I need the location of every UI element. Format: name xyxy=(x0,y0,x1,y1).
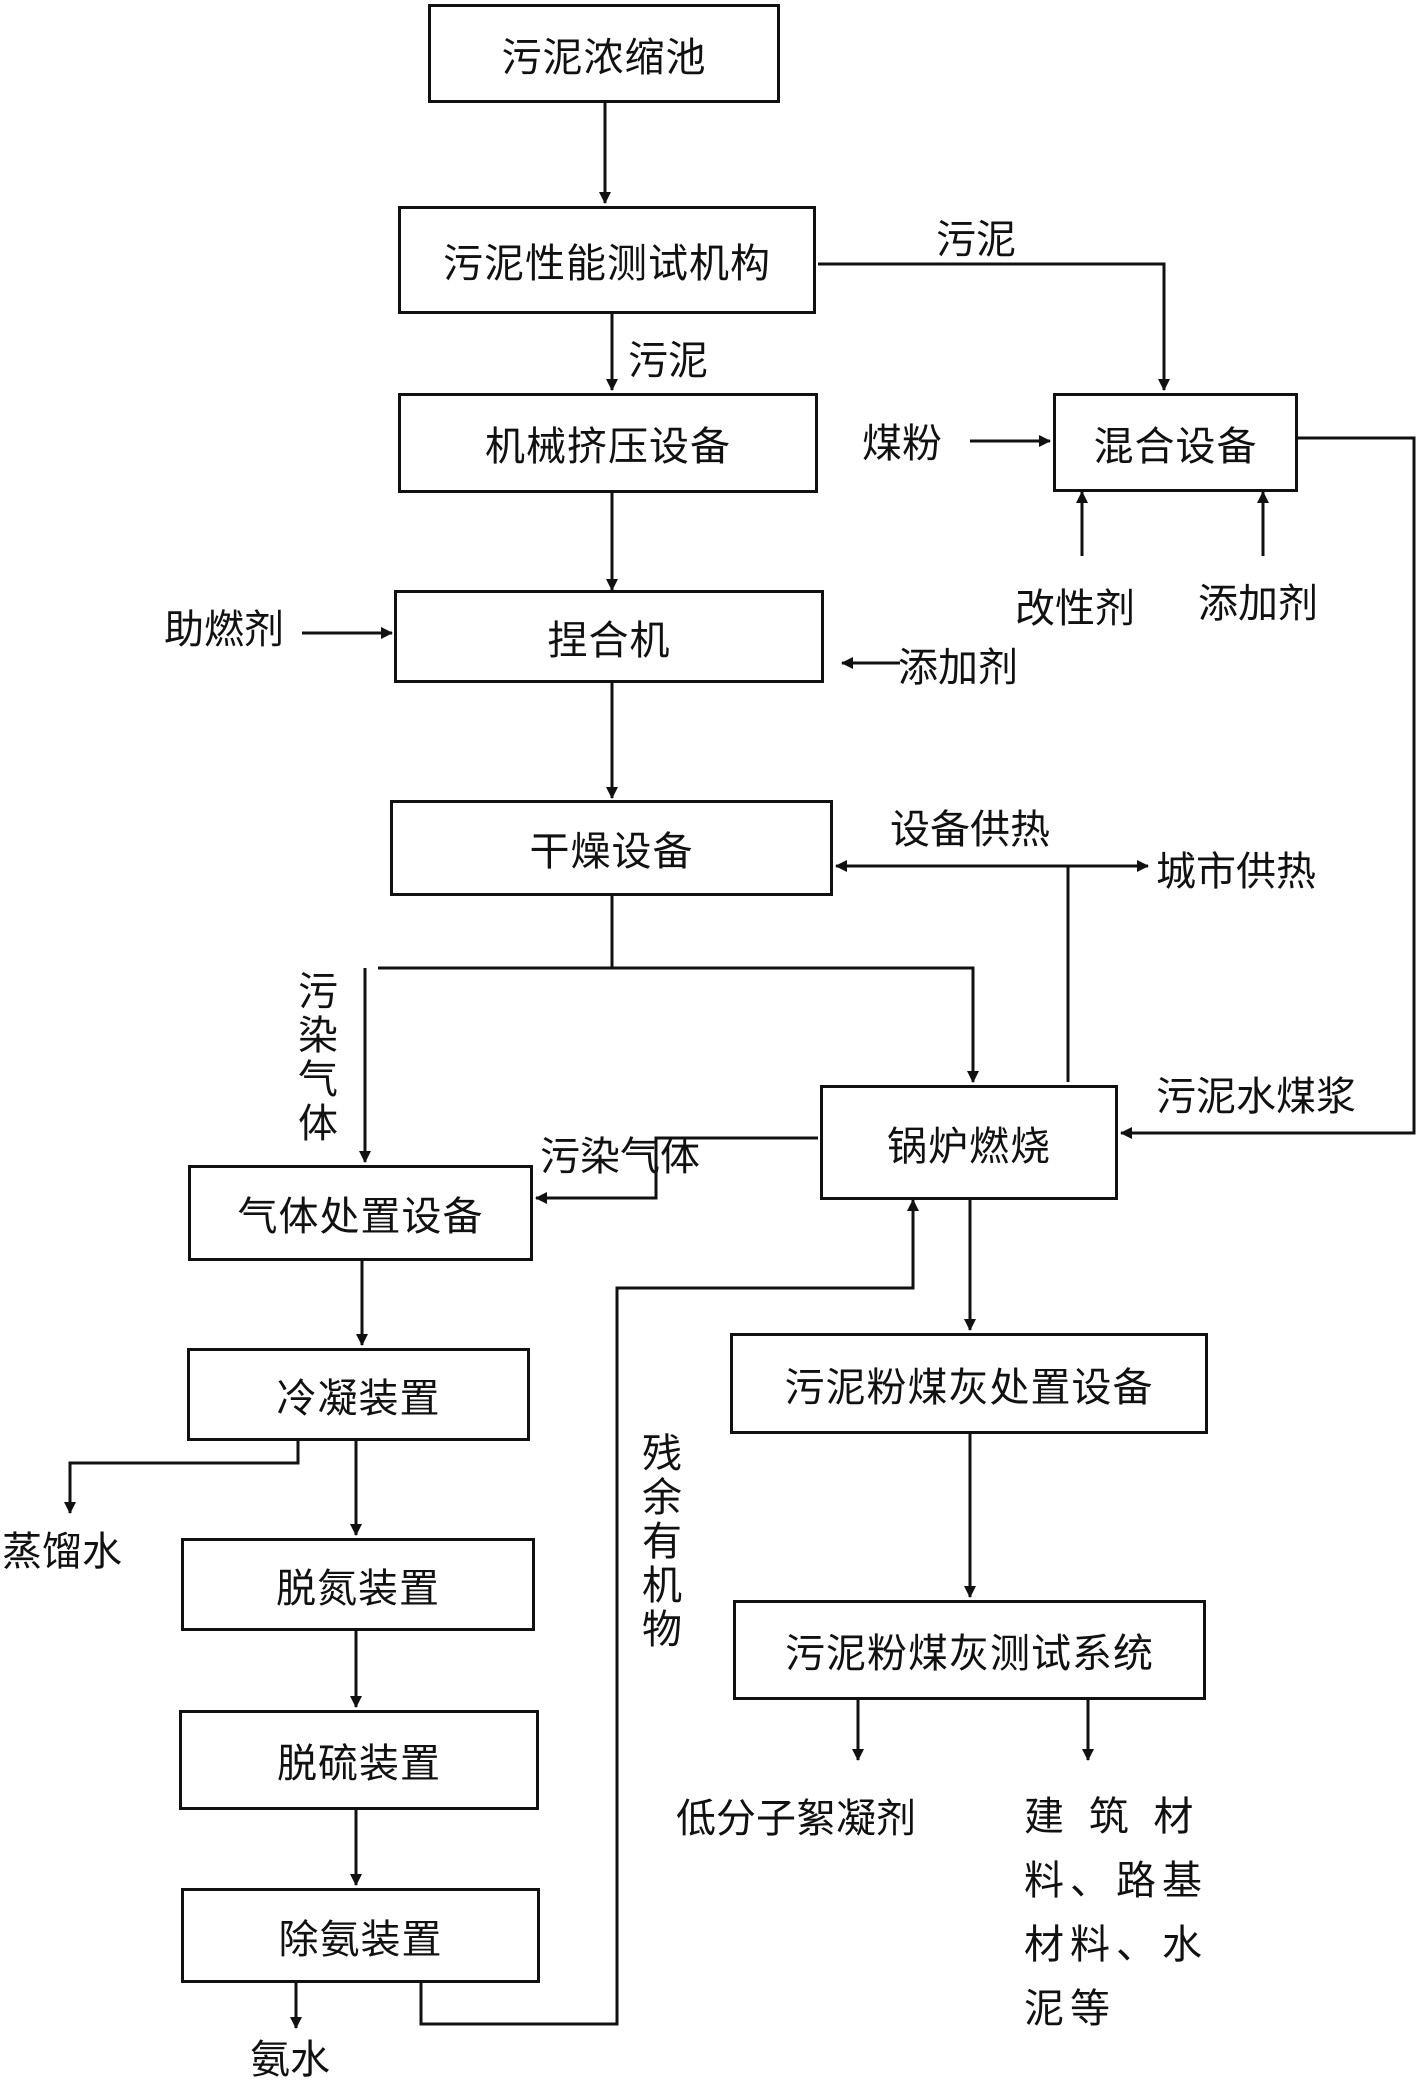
arrow-mixer-to-boiler xyxy=(1120,436,1416,1139)
mechanical-press-box: 机械挤压设备 xyxy=(398,393,818,493)
sludge-testing-box: 污泥性能测试机构 xyxy=(398,206,816,314)
sludge-thickener-box: 污泥浓缩池 xyxy=(428,4,780,103)
label-coal-powder: 煤粉 xyxy=(862,421,942,467)
label-flocculant: 低分子絮凝剂 xyxy=(676,1796,916,1842)
kneader-box: 捏合机 xyxy=(394,590,824,683)
denitrify-box: 脱氮装置 xyxy=(181,1538,535,1631)
label-ammonia-water: 氨水 xyxy=(250,2037,330,2083)
label-building-materials: 建 筑 材料、路基材料、水泥等 xyxy=(1024,1794,1208,2032)
label-polluted-gas-vertical: 污染气体 xyxy=(298,969,338,1147)
label-modifier: 改性剂 xyxy=(1015,586,1135,632)
condenser-box: 冷凝装置 xyxy=(187,1348,530,1441)
mixer-box: 混合设备 xyxy=(1053,393,1298,492)
ash-test-box: 污泥粉煤灰测试系统 xyxy=(733,1600,1206,1700)
dryer-box: 干燥设备 xyxy=(390,800,833,896)
desulfur-box: 脱硫装置 xyxy=(179,1710,539,1810)
arrow-residual-to-boiler xyxy=(419,1199,919,2026)
label-combustion-aid: 助燃剂 xyxy=(164,607,284,653)
deammonia-box: 除氨装置 xyxy=(181,1888,540,1983)
label-sludge-to-mixer: 污泥 xyxy=(936,217,1016,263)
label-residual-organics: 残余有机物 xyxy=(642,1431,682,1653)
label-distilled-water: 蒸馏水 xyxy=(2,1529,122,1575)
label-equipment-heat: 设备供热 xyxy=(890,807,1050,853)
label-city-heat: 城市供热 xyxy=(1156,849,1316,895)
label-additive-kneader: 添加剂 xyxy=(898,645,1018,691)
label-polluted-gas-boiler: 污染气体 xyxy=(540,1134,700,1180)
label-additive-mixer: 添加剂 xyxy=(1198,581,1318,627)
gas-treatment-box: 气体处置设备 xyxy=(188,1165,533,1261)
label-sludge-coal-slurry: 污泥水煤浆 xyxy=(1156,1074,1356,1120)
arrow-condenser-to-water xyxy=(64,1441,300,1514)
arrow-testing-to-mixer xyxy=(818,262,1170,391)
ash-treatment-box: 污泥粉煤灰处置设备 xyxy=(730,1333,1208,1434)
label-sludge-to-press: 污泥 xyxy=(628,338,708,384)
arrow-split-to-boiler xyxy=(378,966,979,1083)
arrow-boiler-to-gas-treatment xyxy=(535,1136,818,1204)
boiler-box: 锅炉燃烧 xyxy=(820,1085,1118,1200)
